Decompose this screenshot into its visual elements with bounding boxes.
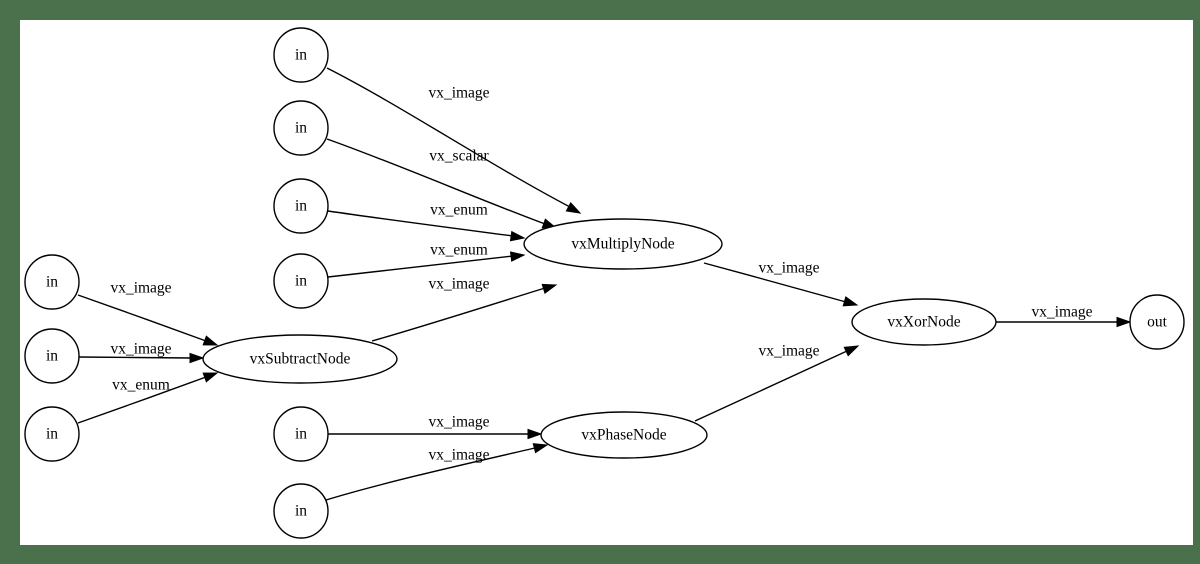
edge-label: vx_image: [758, 260, 819, 277]
graph-edge: [78, 352, 205, 364]
node-ellipse[interactable]: [202, 334, 398, 384]
graph-node-in3[interactable]: in: [273, 178, 329, 234]
edge-label: vx_image: [758, 343, 819, 360]
graph-node-in1[interactable]: in: [273, 27, 329, 83]
edge-label: vx_image: [428, 85, 489, 102]
graph-edge: [694, 345, 860, 422]
graph-edge: [371, 283, 558, 342]
arrowhead-icon: [202, 372, 219, 383]
edge-label: vx_image: [428, 276, 489, 293]
node-label: vxMultiplyNode: [571, 236, 674, 253]
node-label: in: [46, 274, 58, 291]
graph-edge: [703, 262, 859, 307]
edge-label: vx_enum: [430, 202, 488, 219]
graph-node-in4[interactable]: in: [273, 253, 329, 309]
edge-label: vx_scalar: [429, 148, 489, 165]
node-ellipse[interactable]: [540, 411, 708, 459]
edge-line: [694, 350, 848, 422]
arrowhead-icon: [541, 283, 558, 295]
edge-line: [703, 262, 847, 303]
node-label: in: [295, 120, 307, 137]
node-label: vxXorNode: [887, 314, 960, 331]
node-label: in: [295, 273, 307, 290]
edge-label: vx_enum: [430, 242, 488, 259]
edge-line: [78, 356, 192, 359]
nodes-layer: in in in in in in in in in out vxMultiplyNode vxSub…: [24, 27, 1185, 539]
edge-label: vx_image: [110, 280, 171, 297]
arrowhead-icon: [532, 443, 549, 454]
node-circle[interactable]: [273, 253, 329, 309]
graph-edge: [77, 294, 219, 346]
edge-line: [326, 138, 546, 225]
graph-node-mul[interactable]: vxMultiplyNode: [523, 218, 723, 270]
edge-line: [327, 255, 514, 278]
graph-edge: [326, 67, 582, 214]
node-ellipse[interactable]: [523, 218, 723, 270]
node-circle[interactable]: [24, 254, 80, 310]
edge-line: [326, 67, 571, 208]
edge-label: vx_image: [428, 447, 489, 464]
node-label: in: [295, 503, 307, 520]
edges-layer: [77, 67, 1132, 501]
arrowhead-icon: [509, 230, 526, 242]
edge-line: [77, 376, 207, 424]
graph-node-in2[interactable]: in: [273, 100, 329, 156]
graph-edge: [327, 210, 526, 242]
graph-node-in7[interactable]: in: [24, 406, 80, 462]
graph-node-sub[interactable]: vxSubtractNode: [202, 334, 398, 384]
arrowhead-icon: [527, 428, 543, 440]
graph-node-in9[interactable]: in: [273, 483, 329, 539]
graph-edge: [325, 443, 549, 501]
node-circle[interactable]: [1129, 294, 1185, 350]
node-circle[interactable]: [273, 483, 329, 539]
node-circle[interactable]: [24, 328, 80, 384]
node-label: in: [295, 198, 307, 215]
graph-edge: [77, 372, 219, 424]
arrowhead-icon: [189, 352, 205, 364]
node-circle[interactable]: [273, 178, 329, 234]
graph-node-phase[interactable]: vxPhaseNode: [540, 411, 708, 459]
node-label: in: [46, 348, 58, 365]
edge-line: [325, 447, 536, 501]
edge-label: vx_image: [1031, 304, 1092, 321]
graph-node-in5[interactable]: in: [24, 254, 80, 310]
arrowhead-icon: [1116, 316, 1132, 328]
edge-labels-layer: vx_imagevx_scalarvx_enumvx_enumvx_imagev…: [110, 85, 1092, 464]
edge-label: vx_image: [110, 341, 171, 358]
graph-node-xor[interactable]: vxXorNode: [851, 298, 997, 346]
node-label: in: [295, 426, 307, 443]
node-label: vxSubtractNode: [250, 351, 351, 368]
graph-node-in6[interactable]: in: [24, 328, 80, 384]
node-ellipse[interactable]: [851, 298, 997, 346]
graph-edge: [327, 251, 526, 278]
graph-edge: [328, 428, 543, 440]
edge-label: vx_image: [428, 414, 489, 431]
node-label: out: [1147, 314, 1168, 331]
arrowhead-icon: [565, 201, 582, 214]
edge-line: [327, 210, 514, 237]
graph-node-in8[interactable]: in: [273, 406, 329, 462]
edge-label: vx_enum: [112, 377, 170, 394]
node-circle[interactable]: [273, 100, 329, 156]
arrowhead-icon: [202, 335, 219, 346]
node-circle[interactable]: [24, 406, 80, 462]
graph-node-out1[interactable]: out: [1129, 294, 1185, 350]
node-label: vxPhaseNode: [581, 427, 666, 444]
arrowhead-icon: [842, 296, 859, 307]
node-label: in: [295, 47, 307, 64]
node-circle[interactable]: [273, 406, 329, 462]
edge-line: [371, 287, 546, 342]
node-circle[interactable]: [273, 27, 329, 83]
arrowhead-icon: [509, 251, 526, 262]
node-label: in: [46, 426, 58, 443]
graph-edge: [996, 316, 1132, 328]
edge-line: [77, 294, 207, 342]
arrowhead-icon: [843, 345, 860, 357]
